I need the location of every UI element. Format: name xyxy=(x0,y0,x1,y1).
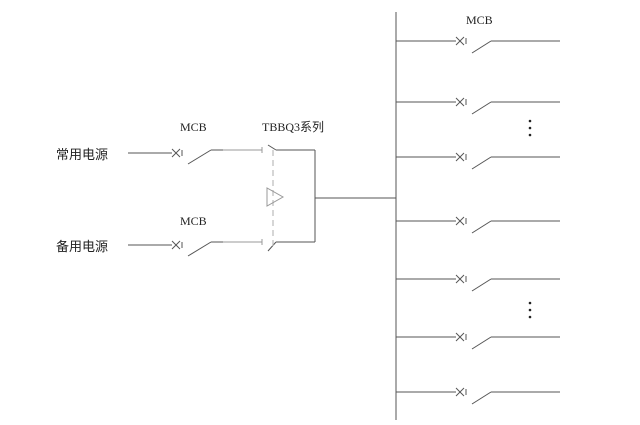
breaker-contact-blade xyxy=(471,391,492,405)
ats-contact-upper xyxy=(267,144,277,151)
transfer-switch: TBBQ3系列 xyxy=(262,120,396,252)
breaker-contact-blade xyxy=(471,156,492,170)
breaker-x-icon xyxy=(455,274,467,284)
ellipsis-lower xyxy=(528,301,532,319)
ats-contact-lower xyxy=(267,241,277,252)
input-standby-power: 备用电源 MCB xyxy=(56,214,263,257)
normal-breaker-label: MCB xyxy=(180,120,207,134)
breaker-x-icon xyxy=(455,387,467,397)
ellipsis-upper xyxy=(528,119,532,137)
breaker-contact-blade xyxy=(471,40,492,54)
breaker-x-icon xyxy=(455,152,467,162)
normal-power-label: 常用电源 xyxy=(56,148,108,163)
transfer-switch-label: TBBQ3系列 xyxy=(262,120,324,134)
breaker-x-icon xyxy=(455,36,467,46)
actuator-triangle-icon xyxy=(266,187,285,207)
standby-breaker-label: MCB xyxy=(180,214,207,228)
breaker-contact-blade xyxy=(187,149,212,165)
outgoing-branch xyxy=(396,216,560,234)
outgoing-branch xyxy=(396,97,560,115)
outgoing-branch xyxy=(396,387,560,405)
breaker-x-icon xyxy=(171,240,183,250)
breaker-contact-blade xyxy=(187,241,212,257)
breaker-x-icon xyxy=(455,332,467,342)
outgoing-branch xyxy=(396,152,560,170)
outgoing-branch xyxy=(396,36,560,54)
breaker-x-icon xyxy=(455,216,467,226)
breaker-contact-blade xyxy=(471,101,492,115)
breaker-contact-blade xyxy=(471,220,492,234)
outgoing-breaker-label: MCB xyxy=(466,13,493,27)
breaker-contact-blade xyxy=(471,336,492,350)
breaker-x-icon xyxy=(455,97,467,107)
breaker-contact-blade xyxy=(471,278,492,292)
outgoing-branch xyxy=(396,332,560,350)
outgoing-branch xyxy=(396,274,560,292)
standby-power-label: 备用电源 xyxy=(56,239,108,255)
outgoing-branches xyxy=(396,36,560,405)
input-normal-power: 常用电源 MCB xyxy=(56,120,263,165)
breaker-x-icon xyxy=(171,148,183,158)
